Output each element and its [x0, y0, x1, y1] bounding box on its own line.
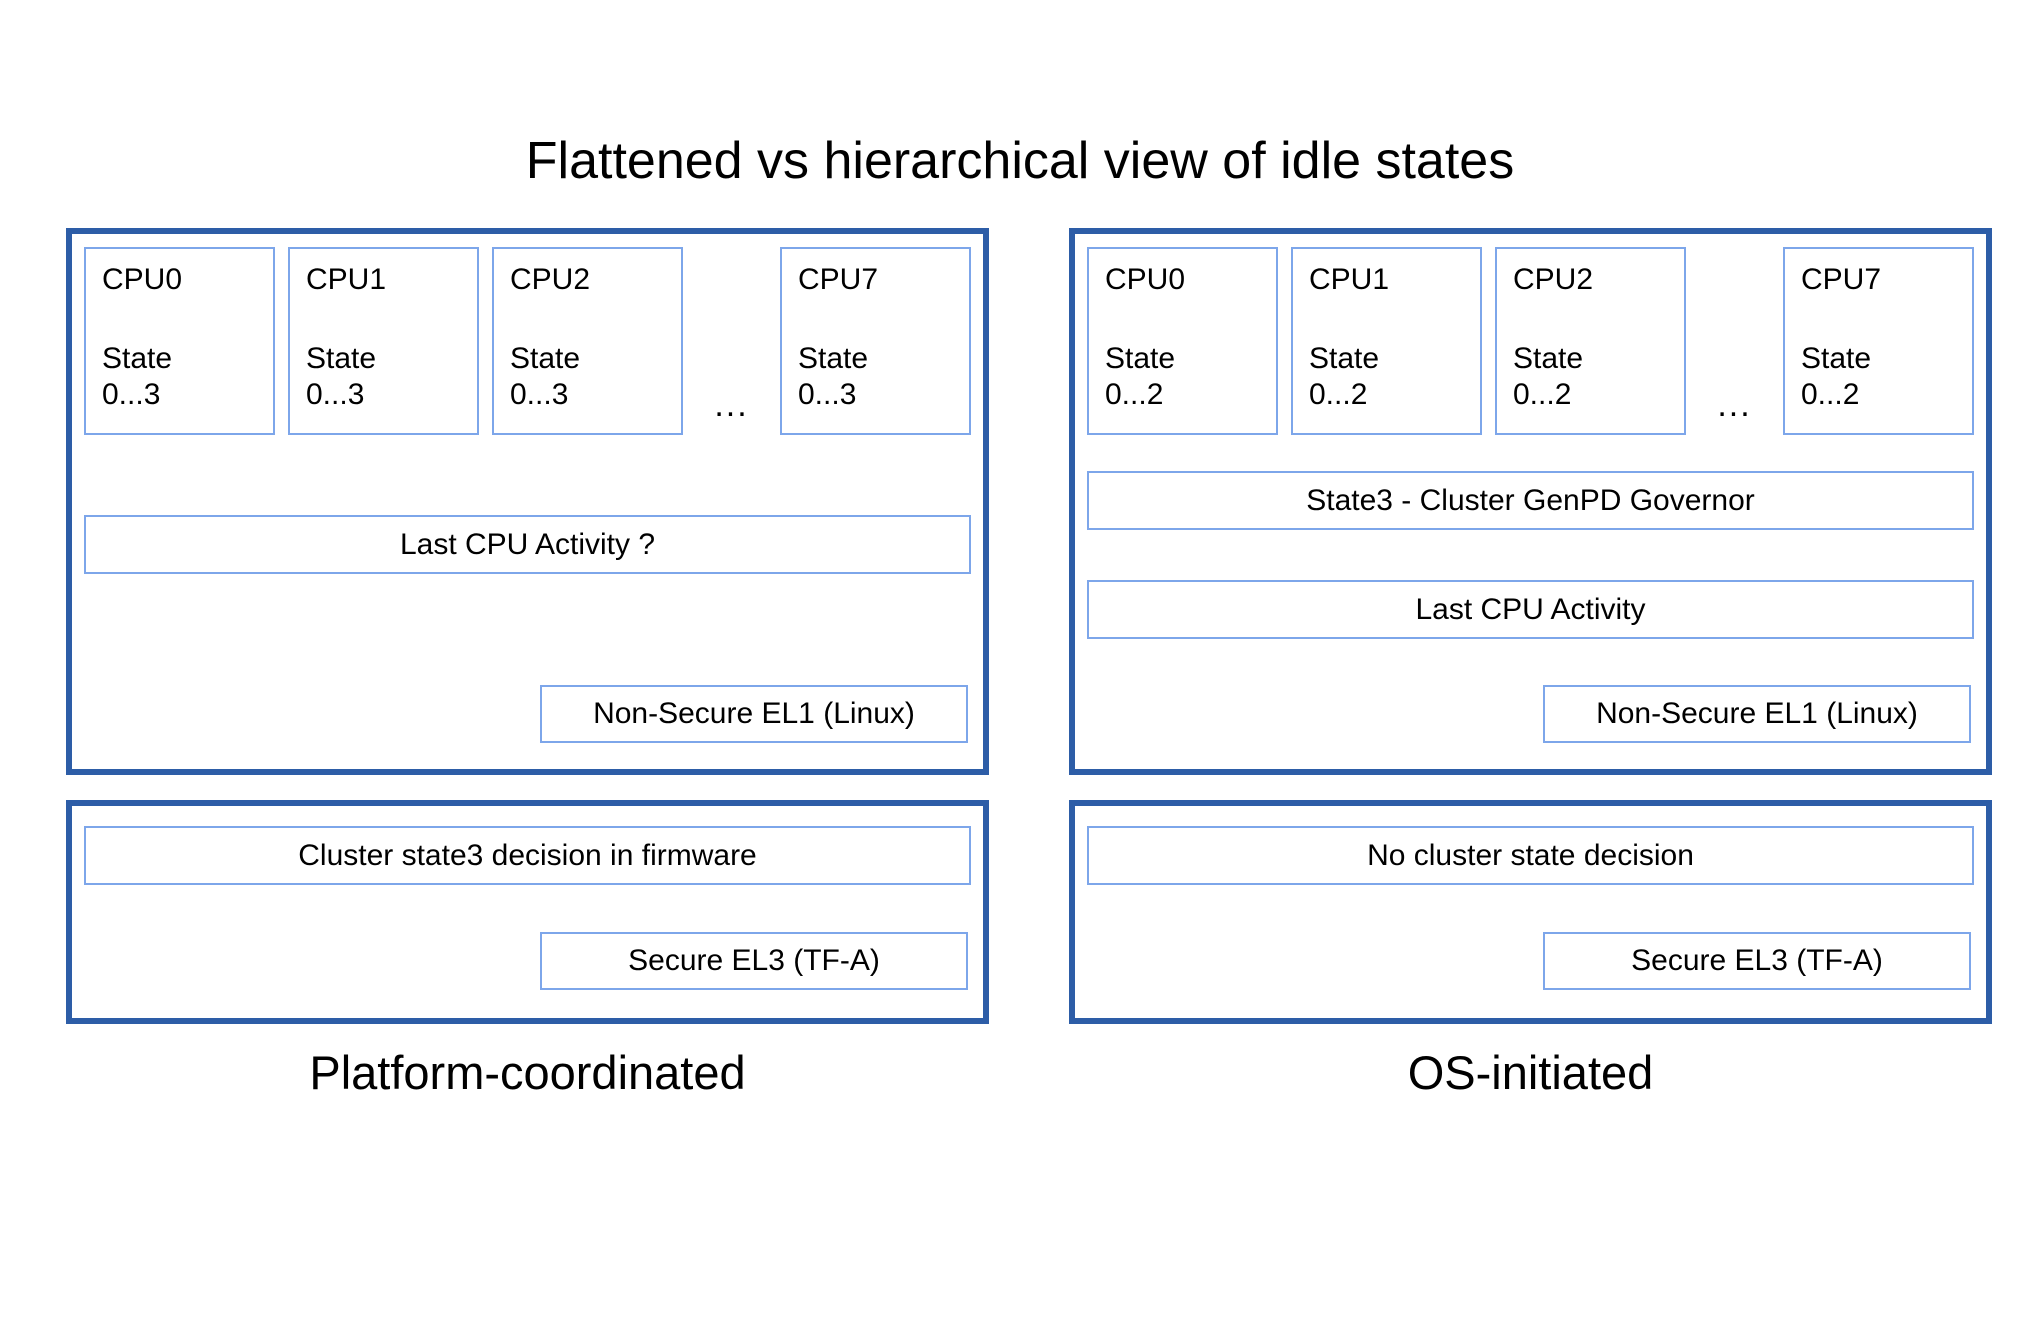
vertical-spacer [84, 816, 971, 826]
caption-platform-coordinated: Platform-coordinated [309, 1046, 746, 1099]
cpu-box-spacer [1105, 298, 1260, 341]
el1-row: Non-Secure EL1 (Linux) [84, 685, 971, 743]
cpu-name-label: CPU7 [1801, 263, 1882, 296]
cpu-box-spacer [510, 298, 665, 341]
cpu-box-spacer [798, 298, 953, 341]
cpu-box-spacer [1801, 298, 1956, 341]
no-cluster-decision-box: No cluster state decision [1087, 826, 1974, 885]
cpu-state-label: State [1801, 342, 1872, 375]
cpu-state-range: 0...2 [1801, 378, 1860, 411]
cpu-name-label: CPU7 [798, 263, 879, 296]
cpu-name-label: CPU1 [306, 263, 387, 296]
genpd-governor-box: State3 - Cluster GenPD Governor [1087, 471, 1974, 530]
secure-el3-box: Secure EL3 (TF-A) [540, 932, 968, 990]
vertical-spacer [1087, 885, 1974, 932]
cpu-row-flattened: CPU0 State 0...3 CPU1 State 0...3 CPU2 S… [84, 247, 971, 435]
vertical-spacer [84, 574, 971, 685]
cpu-state-range: 0...3 [102, 378, 161, 411]
cpu-state-range: 0...2 [1309, 378, 1368, 411]
column-platform-coordinated: CPU0 State 0...3 CPU1 State 0...3 CPU2 S… [66, 228, 989, 1100]
cpu-name-label: CPU1 [1309, 263, 1390, 296]
more-cpus-ellipsis: ... [1717, 386, 1752, 424]
panel-flattened-nonsecure: CPU0 State 0...3 CPU1 State 0...3 CPU2 S… [66, 228, 989, 775]
cpu-box-cpu7: CPU7 State 0...3 [780, 247, 971, 435]
cpu-name-label: CPU2 [1513, 263, 1594, 296]
cpu-name-label: CPU2 [510, 263, 591, 296]
cpu-state-label: State [1513, 342, 1584, 375]
panel-hierarchical-nonsecure: CPU0 State 0...2 CPU1 State 0...2 CPU2 S… [1069, 228, 1992, 775]
vertical-spacer [1087, 816, 1974, 826]
cpu-box-spacer [306, 298, 461, 341]
el3-row: Secure EL3 (TF-A) [84, 932, 971, 990]
non-secure-el1-box: Non-Secure EL1 (Linux) [1543, 685, 1971, 743]
vertical-spacer [1087, 639, 1974, 685]
cpu-name-label: CPU0 [1105, 263, 1186, 296]
cpu-box-spacer [1513, 298, 1668, 341]
vertical-spacer [84, 435, 971, 515]
last-cpu-activity-box: Last CPU Activity ? [84, 515, 971, 574]
non-secure-el1-box: Non-Secure EL1 (Linux) [540, 685, 968, 743]
cpu-state-range: 0...3 [306, 378, 365, 411]
cpu-state-label: State [102, 342, 173, 375]
cpu-state-label: State [1309, 342, 1380, 375]
cpu-state-label: State [1105, 342, 1176, 375]
cpu-state-label: State [798, 342, 869, 375]
cpu-box-cpu0: CPU0 State 0...2 [1087, 247, 1278, 435]
caption-os-initiated: OS-initiated [1407, 1046, 1654, 1099]
more-cpus-ellipsis: ... [714, 386, 749, 424]
cpu-box-cpu1: CPU1 State 0...2 [1291, 247, 1482, 435]
cpu-box-cpu1: CPU1 State 0...3 [288, 247, 479, 435]
cpu-box-spacer [1309, 298, 1464, 341]
cpu-box-spacer [102, 298, 257, 341]
cpu-state-range: 0...2 [1513, 378, 1572, 411]
cpu-box-cpu2: CPU2 State 0...2 [1495, 247, 1686, 435]
cpu-row-hierarchical: CPU0 State 0...2 CPU1 State 0...2 CPU2 S… [1087, 247, 1974, 435]
vertical-spacer [1087, 530, 1974, 580]
cpu-name-label: CPU0 [102, 263, 183, 296]
cpu-state-range: 0...2 [1105, 378, 1164, 411]
last-cpu-activity-box: Last CPU Activity [1087, 580, 1974, 639]
cpu-box-cpu2: CPU2 State 0...3 [492, 247, 683, 435]
column-os-initiated: CPU0 State 0...2 CPU1 State 0...2 CPU2 S… [1069, 228, 1992, 1100]
el1-row: Non-Secure EL1 (Linux) [1087, 685, 1974, 743]
el3-row: Secure EL3 (TF-A) [1087, 932, 1974, 990]
vertical-spacer [1087, 435, 1974, 471]
secure-el3-box: Secure EL3 (TF-A) [1543, 932, 1971, 990]
cpu-state-range: 0...3 [510, 378, 569, 411]
panel-hierarchical-secure: No cluster state decision Secure EL3 (TF… [1069, 800, 1992, 1024]
vertical-spacer [84, 885, 971, 932]
panel-flattened-secure: Cluster state3 decision in firmware Secu… [66, 800, 989, 1024]
cluster-decision-box: Cluster state3 decision in firmware [84, 826, 971, 885]
cpu-box-cpu0: CPU0 State 0...3 [84, 247, 275, 435]
cpu-state-range: 0...3 [798, 378, 857, 411]
cpu-state-label: State [510, 342, 581, 375]
cpu-state-label: State [306, 342, 377, 375]
cpu-box-cpu7: CPU7 State 0...2 [1783, 247, 1974, 435]
page-title: Flattened vs hierarchical view of idle s… [525, 132, 1515, 190]
